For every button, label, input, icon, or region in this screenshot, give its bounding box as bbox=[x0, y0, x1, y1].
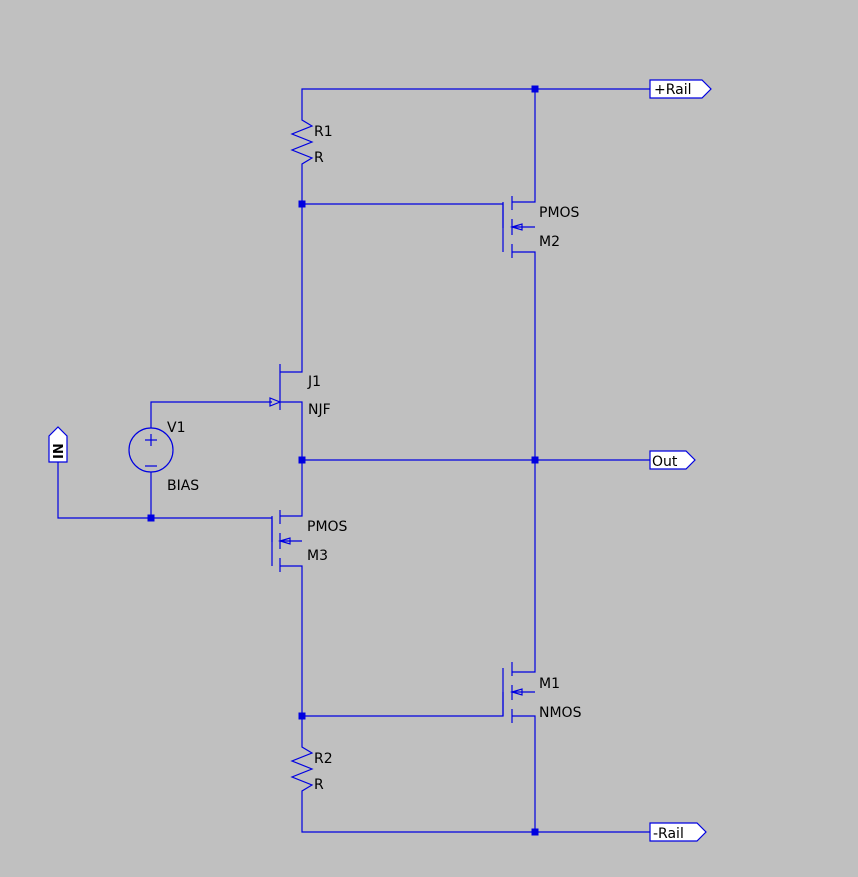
port-out-shape bbox=[649, 450, 696, 470]
port-neg-rail[interactable]: -Rail bbox=[649, 822, 707, 842]
wire-v1-j1-gate bbox=[150, 401, 272, 428]
port-out[interactable]: Out bbox=[649, 450, 696, 470]
port-in-shape bbox=[48, 426, 68, 463]
transistor-m3-value: PMOS bbox=[307, 519, 348, 535]
wire-m2-source bbox=[512, 89, 536, 203]
resistor-r2-value: R bbox=[314, 777, 324, 793]
wire-top-rail bbox=[301, 88, 650, 118]
junction-dot bbox=[298, 456, 306, 464]
resistor-r2[interactable]: R2 R bbox=[290, 745, 333, 795]
junction-dot bbox=[531, 85, 539, 93]
wire-m1-gate bbox=[302, 692, 504, 717]
transistor-m1[interactable]: M1 NMOS bbox=[502, 662, 582, 723]
m2-arrow-icon bbox=[509, 223, 523, 231]
port-in-label: IN bbox=[52, 443, 67, 459]
transistor-m2-value: PMOS bbox=[539, 205, 580, 221]
transistor-m3[interactable]: PMOS M3 bbox=[271, 510, 348, 572]
port-out-label: Out bbox=[652, 454, 678, 470]
port-pos-rail-shape bbox=[649, 79, 712, 99]
port-pos-rail[interactable]: +Rail bbox=[649, 79, 712, 99]
voltage-source-v1-value: BIAS bbox=[167, 478, 199, 494]
wire-m3-drain-r2 bbox=[280, 565, 303, 745]
port-in[interactable]: IN bbox=[48, 426, 68, 463]
transistor-m2[interactable]: PMOS M2 bbox=[502, 196, 580, 258]
resistor-r1[interactable]: R1 R bbox=[290, 118, 333, 168]
transistor-j1-ref: J1 bbox=[307, 374, 321, 390]
port-neg-rail-shape bbox=[649, 822, 707, 842]
wire-r1-j1-drain bbox=[280, 168, 303, 373]
m3-arrow-icon bbox=[277, 537, 291, 545]
junction-dot bbox=[147, 514, 155, 522]
transistor-m1-value: NMOS bbox=[539, 705, 582, 721]
resistor-r2-ref: R2 bbox=[314, 751, 333, 767]
junction-dot bbox=[531, 828, 539, 836]
wire-in-m3-gate bbox=[57, 462, 273, 542]
transistor-m1-ref: M1 bbox=[539, 676, 560, 692]
resistor-r1-symbol bbox=[290, 118, 314, 168]
resistor-r2-symbol bbox=[290, 745, 314, 795]
voltage-source-v1-ref: V1 bbox=[167, 420, 185, 436]
junction-dot bbox=[531, 456, 539, 464]
wire-bottom-rail bbox=[301, 795, 650, 833]
wire-m2-gate bbox=[302, 203, 504, 228]
resistor-r1-ref: R1 bbox=[314, 124, 333, 140]
transistor-j1-value: NJF bbox=[308, 402, 331, 418]
v1-circle bbox=[128, 427, 174, 473]
junction-dot bbox=[298, 200, 306, 208]
transistor-j1[interactable]: J1 NJF bbox=[269, 364, 331, 418]
junctions bbox=[147, 85, 539, 836]
transistor-m3-ref: M3 bbox=[307, 548, 328, 564]
j1-arrow-icon bbox=[269, 397, 282, 407]
m1-arrow-icon bbox=[509, 688, 523, 696]
port-pos-rail-label: +Rail bbox=[654, 82, 692, 98]
port-neg-rail-label: -Rail bbox=[653, 826, 684, 842]
voltage-source-v1[interactable]: V1 BIAS bbox=[128, 420, 199, 494]
wire-m1-source bbox=[512, 715, 536, 832]
junction-dot bbox=[298, 712, 306, 720]
resistor-r1-value: R bbox=[314, 150, 324, 166]
transistor-m2-ref: M2 bbox=[539, 234, 560, 250]
